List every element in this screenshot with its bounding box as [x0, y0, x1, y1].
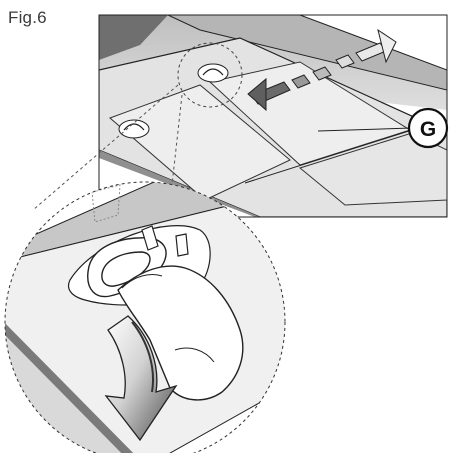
hood-detail-frame [98, 14, 448, 218]
handle-grip-right [175, 233, 189, 257]
cabinet-front [99, 15, 168, 60]
pull-direction-arrow [104, 315, 178, 442]
panel-front-lip [5, 318, 150, 458]
callout-label: G [420, 118, 436, 141]
pull-arrow-shading [131, 321, 154, 393]
callout-leader-1 [317, 127, 413, 132]
zoom-connector-left [32, 84, 179, 211]
handle-left [118, 119, 150, 139]
hood-detail-panel [99, 15, 447, 217]
zoom-detail-circle [5, 182, 285, 458]
hood-front-edge [99, 150, 260, 217]
callout-leader-2 [244, 129, 413, 184]
figure-label: Fig.6 [8, 8, 47, 27]
handle-right [197, 63, 229, 83]
callout-g: G [407, 107, 449, 149]
zoom-marker-circle [177, 42, 243, 108]
finger-crease [174, 347, 215, 363]
slide-arrow-out [247, 66, 332, 112]
cabinet-side [167, 15, 447, 91]
hint-outline [91, 184, 121, 223]
handle-grip-left [141, 225, 159, 251]
filter-panel-back [298, 132, 447, 206]
filter-handle [87, 237, 167, 298]
finger [117, 265, 244, 401]
zoom-circle-outline [4, 181, 286, 458]
finger-nail [121, 274, 163, 289]
slide-arrow-in [335, 28, 397, 69]
